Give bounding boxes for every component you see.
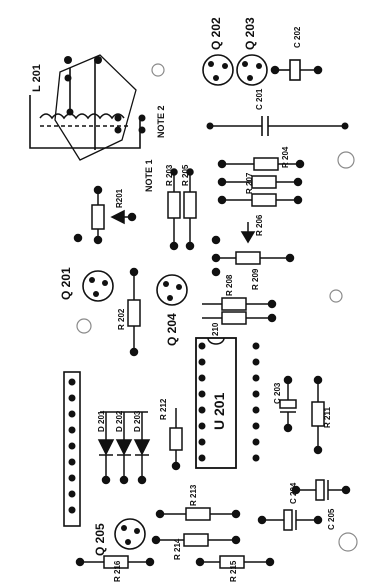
note2-label: NOTE 2 [156,105,166,138]
r210-label: R 210 [211,322,220,344]
capacitor-c205 [291,479,351,501]
d201-label: D 201 [97,410,106,432]
resistor-r208 [202,297,277,311]
resistor-r205 [183,168,197,251]
r206-label: R 206 [255,214,264,236]
resistor-r204 [217,157,305,171]
resistor-r210 [202,311,277,325]
q205-label: Q 205 [93,523,107,556]
r201-label: R201 [115,188,124,208]
resistor-r207 [217,175,303,189]
r207-label: R 207 [245,172,254,194]
c201-label: C 201 [255,88,264,110]
r204-label: R 204 [281,146,290,168]
c203-label: C 203 [273,382,282,404]
potentiometer-r201 [73,185,137,245]
r215-label: R 215 [229,560,238,582]
q203-label: Q 203 [243,17,257,50]
resistor-r211 [311,375,325,455]
r213-label: R 213 [189,484,198,506]
capacitor-c202 [270,59,323,81]
c204-label: C 204 [289,482,298,504]
q204-label: Q 204 [165,313,179,346]
resistor-r215 [195,555,275,569]
resistor-r203 [167,168,181,251]
r209-label: R 209 [251,268,260,290]
transistor-q205 [114,518,146,550]
c205-label: C 205 [327,508,336,530]
r205-label: R 205 [181,164,190,186]
capacitor-c201 [210,116,345,136]
transistor-q202 [202,54,234,86]
note1-label: NOTE 1 [144,159,154,192]
capacitor-c203 [279,375,297,433]
q201-label: Q 201 [59,267,73,300]
r216-label: R 216 [113,560,122,582]
l201-label: L 201 [31,64,43,92]
mounting-holes [76,63,358,552]
ic-u201-pins [198,342,260,462]
connector-pins [68,378,76,514]
r208-label: R 208 [225,274,234,296]
diode-d202 [115,412,133,485]
potentiometer-r209 [211,222,295,277]
resistor-r216 [75,555,155,569]
resistor-r214 [151,533,241,547]
transistor-q204 [156,274,188,306]
resistor-r206 [217,193,303,207]
capacitor-c204 [257,509,323,531]
transistor-q201 [82,270,114,302]
d203-label: D 203 [133,410,142,432]
r212-label: R 212 [159,398,168,420]
inductor-l201 [29,54,141,161]
resistor-r213 [155,507,241,521]
diode-d203 [133,412,151,485]
u201-label: U 201 [211,392,227,430]
pad-group [64,56,349,134]
r211-label: R 211 [323,407,332,428]
resistor-r212 [169,408,183,471]
q202-label: Q 202 [209,17,223,50]
diode-d201 [97,412,115,485]
r214-label: R 214 [173,538,182,560]
c202-label: C 202 [293,26,302,48]
r203-label: R 203 [165,164,174,186]
transistor-q203 [236,54,268,86]
resistor-r202 [127,267,141,357]
r202-label: R 202 [117,308,126,330]
d202-label: D 202 [115,410,124,432]
